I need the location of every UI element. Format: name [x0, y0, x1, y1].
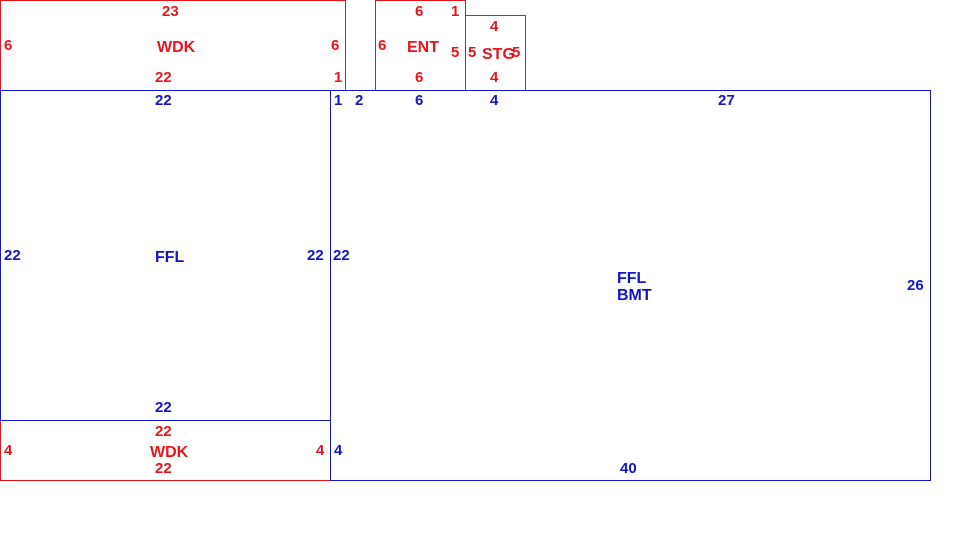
- ffl-bmt-dim-top-27: 27: [718, 92, 735, 109]
- ent-dim-left: 6: [378, 37, 387, 54]
- wdk-bottom-dim-top: 22: [155, 423, 172, 440]
- ffl-bmt-dim-left: 22: [333, 247, 350, 264]
- ffl-dim-top: 22: [155, 92, 172, 109]
- ffl-bmt-dim-top-6: 6: [415, 92, 424, 109]
- ffl-bmt-dim-top-2: 2: [355, 92, 364, 109]
- wdk-top-dim-top: 23: [162, 3, 179, 20]
- wdk-top-label: WDK: [157, 39, 196, 56]
- ent-dim-bottom: 6: [415, 69, 424, 86]
- ent-dim-top-right: 1: [451, 3, 460, 20]
- wdk-bottom-label: WDK: [150, 444, 189, 461]
- stg-label: STG: [482, 46, 515, 63]
- ffl-dim-left: 22: [4, 247, 21, 264]
- ffl-bmt-dim-left-bottom: 4: [334, 442, 343, 459]
- ffl-bmt-label-line2: BMT: [617, 287, 652, 304]
- wdk-top-dim-right: 6: [331, 37, 340, 54]
- stg-dim-bottom: 4: [490, 69, 499, 86]
- wdk-bottom-dim-left: 4: [4, 442, 13, 459]
- stg-dim-left: 5: [468, 44, 477, 61]
- ffl-label: FFL: [155, 249, 185, 266]
- stg-dim-right: 5: [512, 44, 521, 61]
- wdk-bottom-dim-right: 4: [316, 442, 325, 459]
- ent-dim-top: 6: [415, 3, 424, 20]
- ffl-bmt-dim-top-4: 4: [490, 92, 499, 109]
- ffl-bmt-dim-top-1: 1: [334, 92, 343, 109]
- wdk-top-dim-left: 6: [4, 37, 13, 54]
- ent-label: ENT: [407, 39, 439, 56]
- ffl-bmt-label-line1: FFL: [617, 270, 647, 287]
- wdk-bottom-dim-bottom: 22: [155, 460, 172, 477]
- wdk-top-dim-right-bottom: 1: [334, 69, 343, 86]
- wdk-top-dim-bottom: 22: [155, 69, 172, 86]
- ffl-dim-bottom: 22: [155, 399, 172, 416]
- ffl-dim-right: 22: [307, 247, 324, 264]
- ffl-bmt-dim-bottom: 40: [620, 460, 637, 477]
- ent-dim-right: 5: [451, 44, 460, 61]
- ffl-bmt-outline: [330, 90, 931, 481]
- ffl-bmt-dim-right: 26: [907, 277, 924, 294]
- stg-dim-top: 4: [490, 18, 499, 35]
